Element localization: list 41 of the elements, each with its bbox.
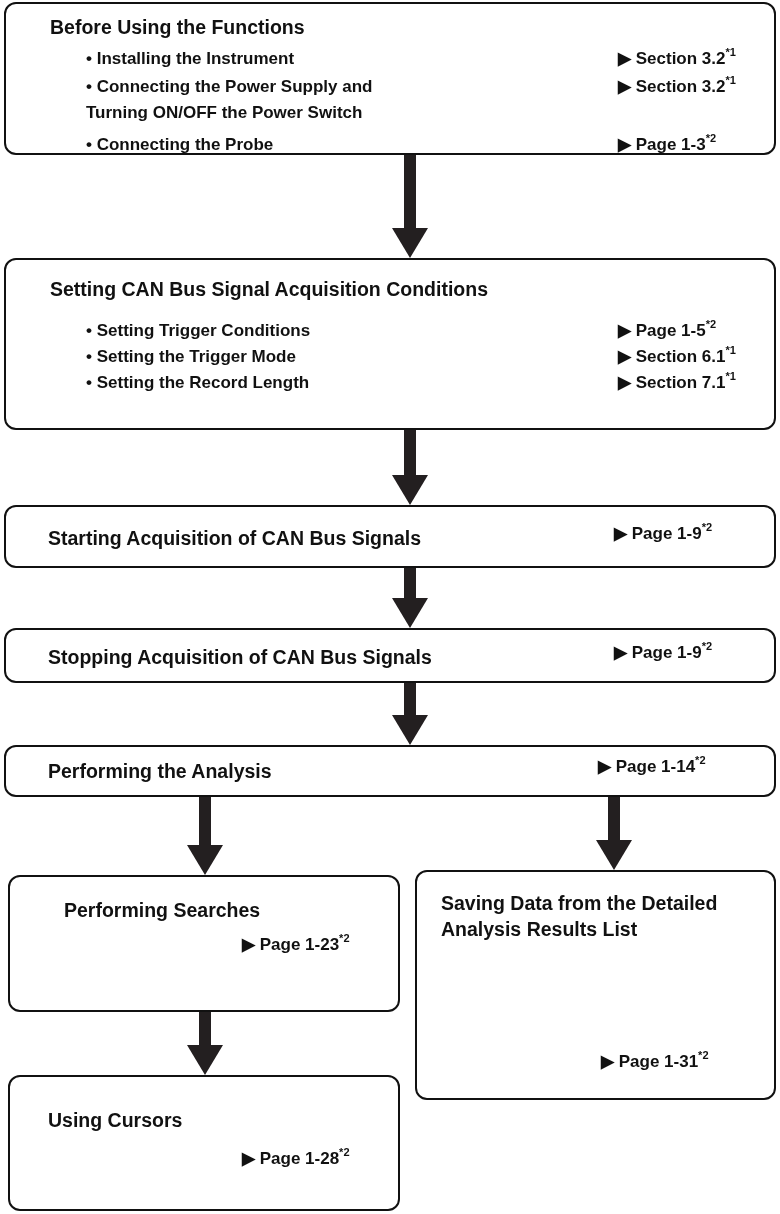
page-reference: ▶ Section 3.2$^{*1}$ <box>618 74 737 98</box>
arrow <box>187 1012 223 1075</box>
arrow <box>187 797 223 875</box>
page-reference: ▶ Page 1-28$^{*2}$ <box>242 1146 351 1170</box>
step-box <box>415 870 776 1100</box>
step-title: Using Cursors <box>48 1108 184 1133</box>
step-item: • Installing the Instrument <box>86 48 296 70</box>
page-reference: ▶ Page 1-31$^{*2}$ <box>601 1049 710 1073</box>
page-reference: ▶ Page 1-3$^{*2}$ <box>618 132 718 156</box>
step-box <box>8 875 400 1012</box>
step-title: Before Using the Functions <box>50 15 306 40</box>
step-item: • Setting Trigger Conditions <box>86 320 312 342</box>
page-reference: ▶ Page 1-23$^{*2}$ <box>242 932 351 956</box>
arrow <box>596 797 632 870</box>
step-item: • Setting the Record Length <box>86 372 311 394</box>
page-reference: ▶ Section 6.1$^{*1}$ <box>618 344 737 368</box>
page-reference: ▶ Page 1-9$^{*2}$ <box>614 521 714 545</box>
step-item: • Connecting the Probe <box>86 134 275 156</box>
step-title: Saving Data from the Detailed Analysis Results List <box>441 891 719 942</box>
step-box <box>4 628 776 683</box>
arrow <box>392 155 428 258</box>
step-box <box>8 1075 400 1211</box>
step-title: Starting Acquisition of CAN Bus Signals <box>48 526 423 551</box>
step-box <box>4 505 776 568</box>
step-title: Performing Searches <box>64 898 262 923</box>
step-item: • Setting the Trigger Mode <box>86 346 297 368</box>
step-box <box>4 2 776 155</box>
step-item: • Connecting the Power Supply and Turning ON/OFF the Power Switch <box>86 76 374 124</box>
page-reference: ▶ Section 7.1$^{*1}$ <box>618 370 737 394</box>
step-box <box>4 258 776 430</box>
page-reference: ▶ Page 1-9$^{*2}$ <box>614 640 714 664</box>
step-box <box>4 745 776 797</box>
arrow <box>392 430 428 505</box>
page-reference: ▶ Page 1-5$^{*2}$ <box>618 318 718 342</box>
page-reference: ▶ Section 3.2$^{*1}$ <box>618 46 737 70</box>
arrow <box>392 683 428 745</box>
step-title: Setting CAN Bus Signal Acquisition Conditions <box>50 277 490 302</box>
step-title: Stopping Acquisition of CAN Bus Signals <box>48 645 433 670</box>
arrow <box>392 568 428 628</box>
page-reference: ▶ Page 1-14$^{*2}$ <box>598 754 707 778</box>
step-title: Performing the Analysis <box>48 759 273 784</box>
